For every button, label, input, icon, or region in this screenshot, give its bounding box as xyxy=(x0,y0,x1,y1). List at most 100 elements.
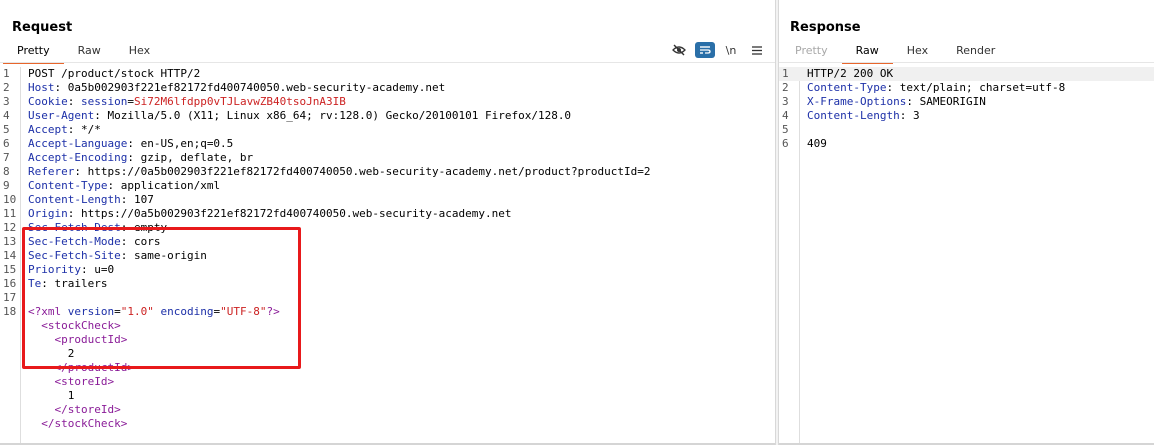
code-line: </stockCheck> xyxy=(0,417,775,431)
line-content: </stockCheck> xyxy=(28,417,127,431)
code-line: 2 xyxy=(0,347,775,361)
line-number: 12 xyxy=(3,221,17,234)
line-content: Origin: https://0a5b002903f221ef82172fd4… xyxy=(28,207,511,221)
line-number: 13 xyxy=(3,235,17,248)
code-token: : text/plain; charset=utf-8 xyxy=(886,81,1066,94)
code-token: : trailers xyxy=(41,277,108,290)
line-content: <storeId> xyxy=(28,375,114,389)
response-tab-render[interactable]: Render xyxy=(956,44,996,57)
menu-icon[interactable] xyxy=(747,42,767,58)
response-tab-pretty[interactable]: Pretty xyxy=(795,44,828,57)
code-token: Accept-Language xyxy=(28,137,128,150)
code-token: User-Agent xyxy=(28,109,95,122)
line-content: <productId> xyxy=(28,333,127,347)
code-line: <stockCheck> xyxy=(0,319,775,333)
code-token: : SAMEORIGIN xyxy=(906,95,986,108)
line-number: 10 xyxy=(3,193,17,206)
line-number: 9 xyxy=(3,179,10,192)
newline-toggle[interactable]: \n xyxy=(725,43,737,57)
code-line: 17 xyxy=(0,291,775,305)
response-tabs: Pretty Raw Hex Render xyxy=(781,40,1009,64)
line-content: 1 xyxy=(28,389,75,403)
code-token: version xyxy=(67,305,115,318)
line-content: Priority: u=0 xyxy=(28,263,114,277)
code-line: 1 xyxy=(0,389,775,403)
line-content: HTTP/2 200 OK xyxy=(807,67,893,81)
code-token: Content-Length xyxy=(28,193,121,206)
line-content: Te: trailers xyxy=(28,277,107,291)
request-tabs: Pretty Raw Hex xyxy=(3,40,164,64)
code-token: = xyxy=(213,305,221,318)
code-token: : 3 xyxy=(899,109,920,122)
code-token: 2 xyxy=(28,347,75,360)
code-token: : application/xml xyxy=(107,179,221,192)
code-token: : u=0 xyxy=(80,263,115,276)
wrap-lines-icon[interactable] xyxy=(695,42,715,58)
pane-splitter[interactable] xyxy=(775,0,779,445)
code-line: </storeId> xyxy=(0,403,775,417)
code-token: 409 xyxy=(807,137,827,150)
line-number-gutter xyxy=(779,67,800,445)
code-token: : same-origin xyxy=(120,249,207,262)
code-token: = xyxy=(114,305,121,318)
line-content: 409 xyxy=(807,137,827,151)
code-token: : https://0a5b002903f221ef82172fd4007400… xyxy=(67,207,512,220)
eye-off-icon[interactable] xyxy=(669,42,689,58)
response-tab-hex[interactable]: Hex xyxy=(906,44,929,57)
code-token: = xyxy=(127,95,134,108)
request-tab-pretty[interactable]: Pretty xyxy=(3,40,64,64)
line-number: 8 xyxy=(3,165,10,178)
line-number: 3 xyxy=(782,95,789,108)
code-token: Sec-Fetch-Site xyxy=(28,249,121,262)
code-token: Origin xyxy=(28,207,68,220)
code-line: 2 Host: 0a5b002903f221ef82172fd400740050.… xyxy=(0,81,775,95)
request-tab-divider xyxy=(0,62,775,63)
code-token: : 0a5b002903f221ef82172fd400740050.web-s… xyxy=(54,81,446,94)
code-token: <stockCheck> xyxy=(28,319,121,332)
line-content: Host: 0a5b002903f221ef82172fd400740050.w… xyxy=(28,81,445,95)
bottom-border xyxy=(779,443,1154,445)
request-tab-raw[interactable]: Raw xyxy=(77,44,101,57)
bottom-border xyxy=(0,443,775,445)
line-number: 2 xyxy=(3,81,10,94)
code-line: 13 Sec-Fetch-Mode: cors xyxy=(0,235,775,249)
line-content: Cookie: session=Si72M6lfdpp0vTJLavwZB40t… xyxy=(28,95,346,109)
line-number: 18 xyxy=(3,305,17,318)
code-token: "1.0" xyxy=(120,305,154,318)
line-number: 6 xyxy=(782,137,789,150)
line-number: 11 xyxy=(3,207,17,220)
line-content: Content-Length: 107 xyxy=(28,193,154,207)
code-token: "UTF-8" xyxy=(220,305,267,318)
line-content: <stockCheck> xyxy=(28,319,121,333)
line-content: Content-Length: 3 xyxy=(807,109,920,123)
line-content: Content-Type: text/plain; charset=utf-8 xyxy=(807,81,1065,95)
line-content: Sec-Fetch-Mode: cors xyxy=(28,235,160,249)
line-content: </storeId> xyxy=(28,403,120,417)
response-title: Response xyxy=(790,20,861,35)
request-title: Request xyxy=(12,20,73,35)
code-line: 10 Content-Length: 107 xyxy=(0,193,775,207)
code-line: <storeId> xyxy=(0,375,775,389)
code-token: Content-Type xyxy=(807,81,887,94)
code-token: Host xyxy=(28,81,55,94)
response-tab-raw[interactable]: Raw xyxy=(841,40,893,64)
code-line: 6 409 xyxy=(779,137,1154,151)
line-number: 17 xyxy=(3,291,17,304)
line-number: 5 xyxy=(3,123,10,136)
code-token: : gzip, deflate, br xyxy=(127,151,254,164)
code-token: Content-Type xyxy=(28,179,108,192)
request-tab-hex[interactable]: Hex xyxy=(128,44,151,57)
code-token: : cors xyxy=(120,235,161,248)
line-number: 1 xyxy=(3,67,10,80)
